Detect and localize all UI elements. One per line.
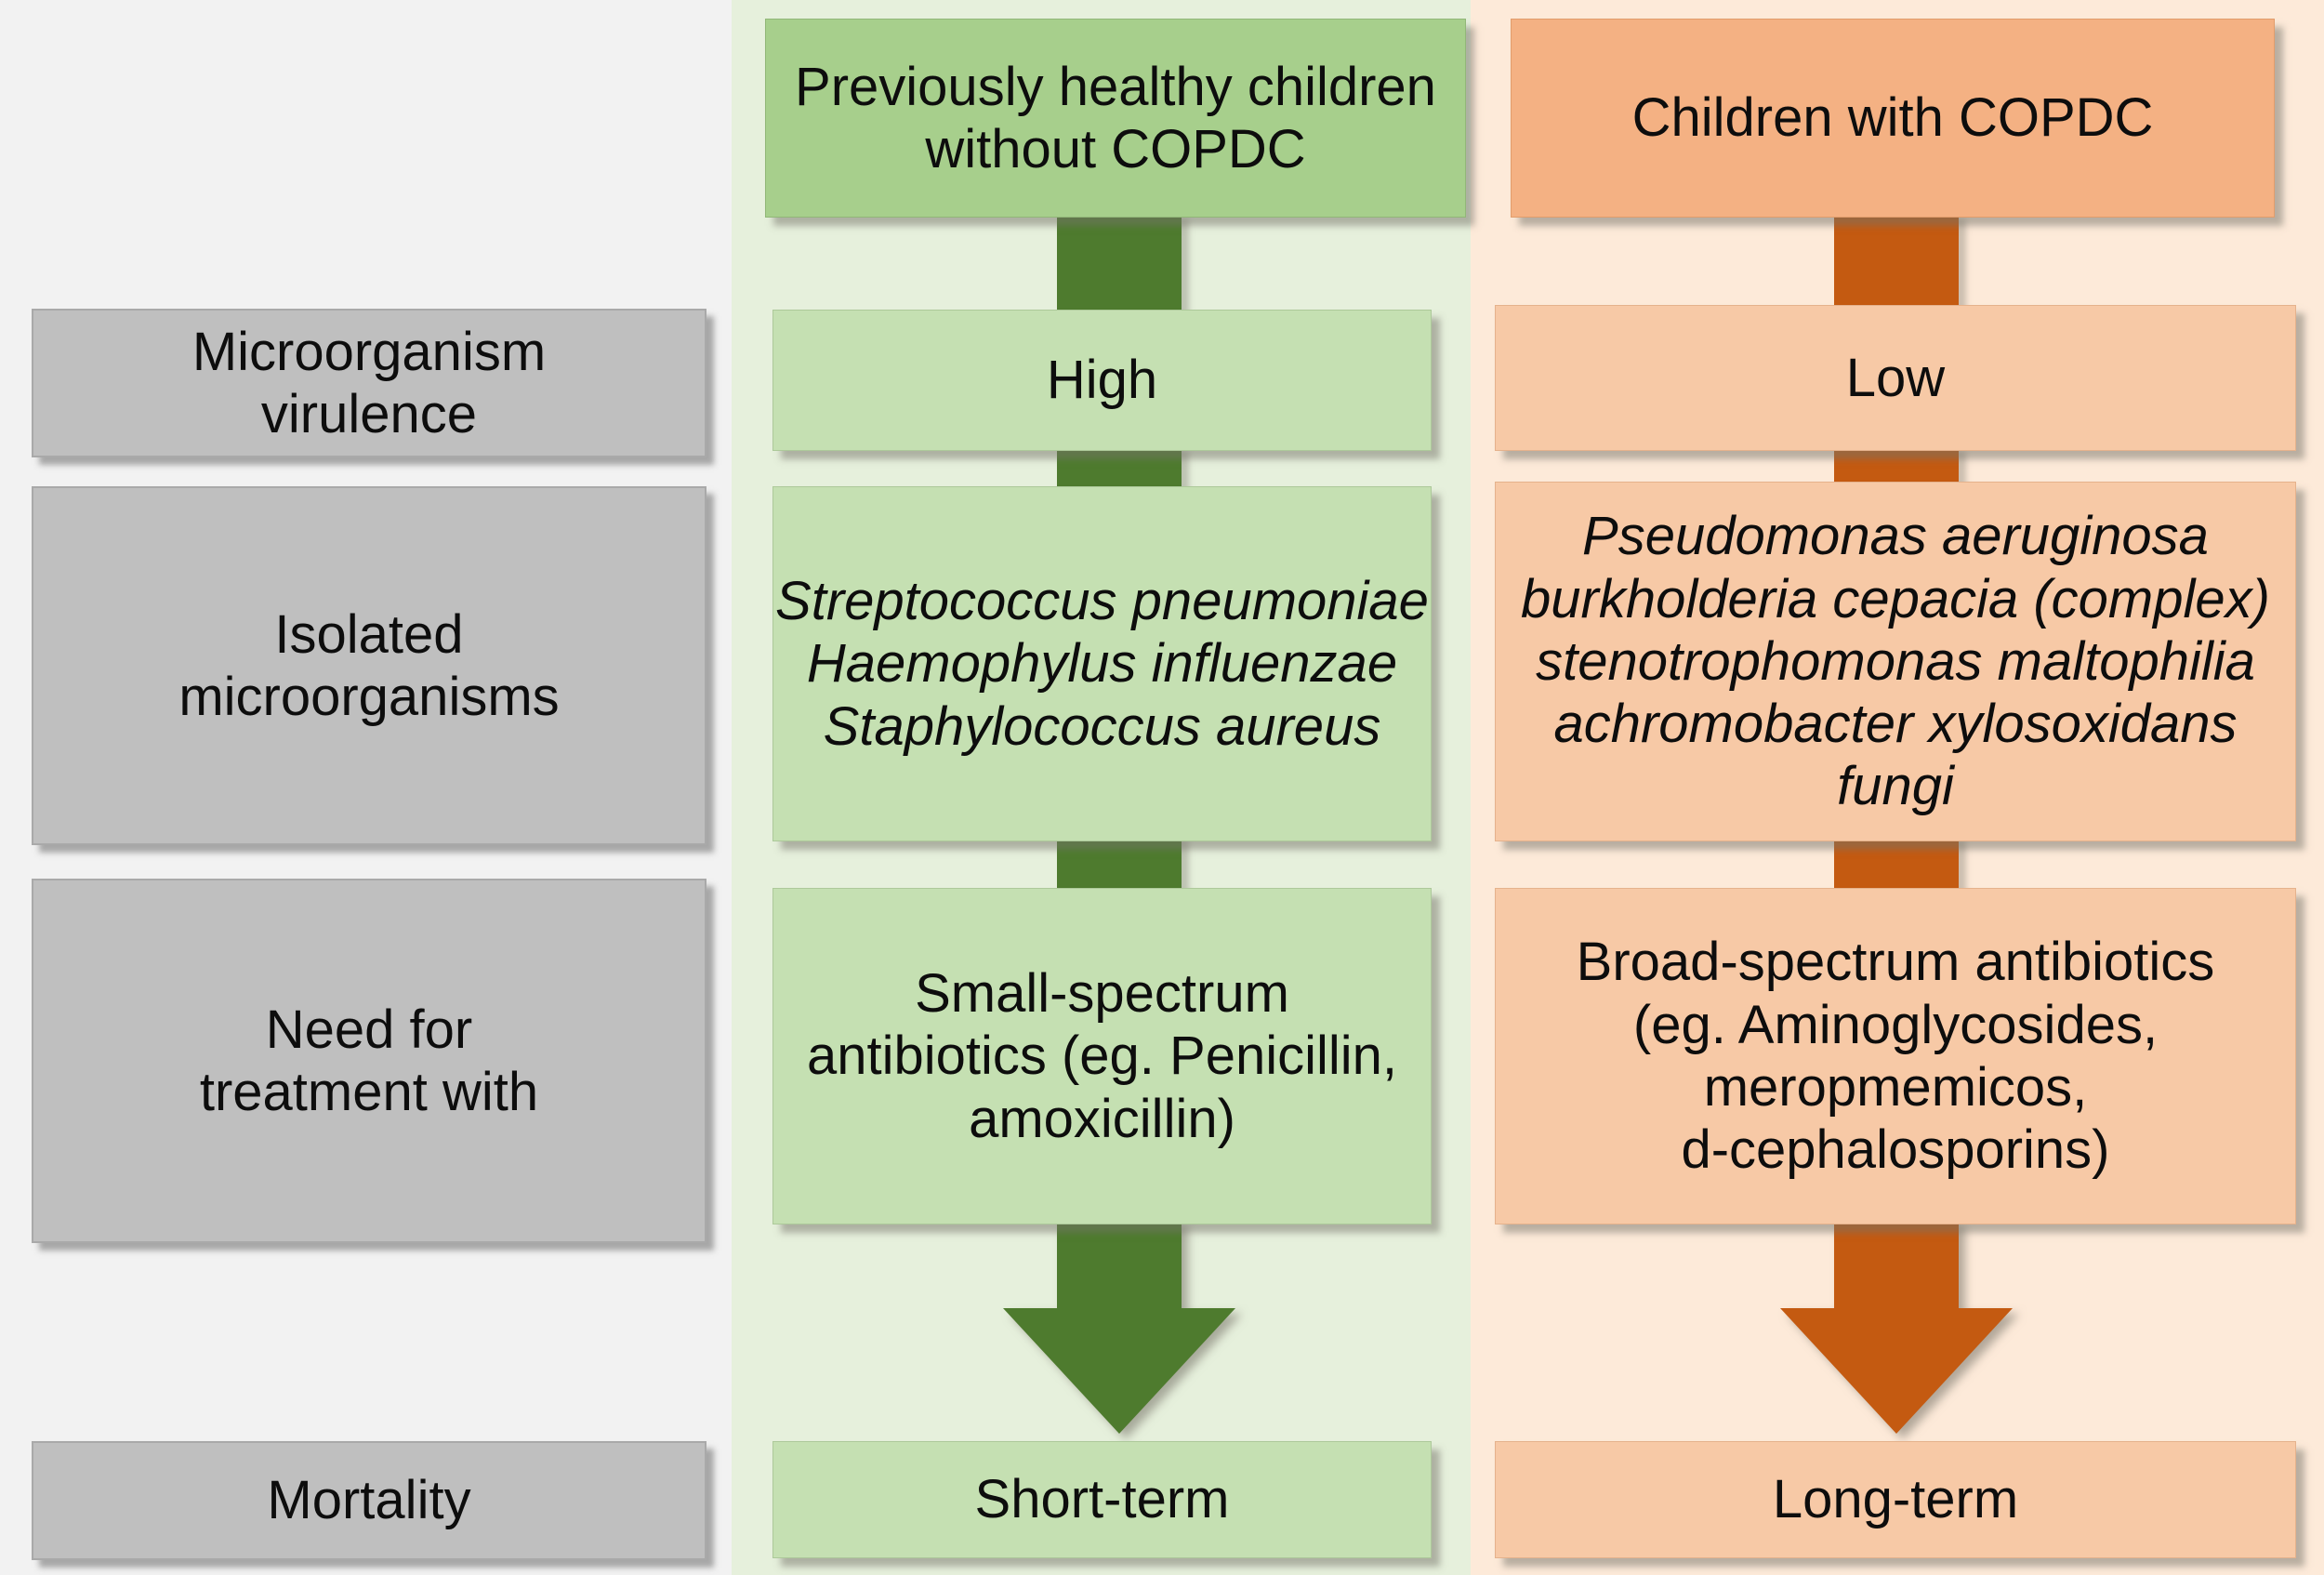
label-text-virulence: Microorganism virulence: [191, 321, 547, 444]
green-down-arrow-icon: [1003, 1220, 1235, 1434]
label-text-mortality: Mortality: [267, 1470, 471, 1531]
green-connector-1: [1057, 214, 1182, 312]
orange-cell-virulence: Low: [1495, 305, 2296, 451]
orange-isolated-text: Pseudomonas aeruginosa burkholderia cepa…: [1521, 506, 2270, 817]
green-cell-isolated: Streptococcus pneumoniae Haemophylus inf…: [772, 486, 1432, 841]
green-virulence-text: High: [1046, 350, 1158, 411]
green-cell-treatment: Small-spectrum antibiotics (eg. Penicill…: [772, 888, 1432, 1224]
label-text-treatment: Need for treatment with: [199, 999, 539, 1122]
label-box-microorganism-virulence: Microorganism virulence: [32, 309, 706, 457]
orange-treatment-text: Broad-spectrum antibiotics (eg. Aminogly…: [1576, 932, 2215, 1181]
orange-cell-treatment: Broad-spectrum antibiotics (eg. Aminogly…: [1495, 888, 2296, 1224]
orange-virulence-text: Low: [1845, 347, 1946, 408]
label-text-isolated: Isolated microorganisms: [178, 603, 560, 727]
green-header-box: Previously healthy children without COPD…: [765, 19, 1466, 218]
green-cell-virulence: High: [772, 310, 1432, 451]
green-cell-mortality: Short-term: [772, 1441, 1432, 1558]
orange-cell-isolated: Pseudomonas aeruginosa burkholderia cepa…: [1495, 482, 2296, 841]
orange-down-arrow-icon: [1780, 1220, 2013, 1434]
orange-mortality-text: Long-term: [1772, 1469, 2019, 1530]
orange-header-text: Children with COPDC: [1631, 87, 2154, 149]
orange-cell-mortality: Long-term: [1495, 1441, 2296, 1558]
green-treatment-text: Small-spectrum antibiotics (eg. Penicill…: [806, 963, 1398, 1149]
green-connector-2: [1057, 446, 1182, 491]
label-box-mortality: Mortality: [32, 1441, 706, 1560]
orange-connector-1: [1834, 214, 1959, 312]
green-isolated-text: Streptococcus pneumoniae Haemophylus inf…: [775, 571, 1429, 757]
green-connector-3: [1057, 835, 1182, 893]
orange-header-box: Children with COPDC: [1511, 19, 2275, 218]
label-box-isolated-microorganisms: Isolated microorganisms: [32, 486, 706, 845]
green-mortality-text: Short-term: [974, 1469, 1230, 1530]
orange-connector-3: [1834, 835, 1959, 893]
green-header-text: Previously healthy children without COPD…: [795, 56, 1436, 179]
label-box-need-for-treatment: Need for treatment with: [32, 879, 706, 1243]
